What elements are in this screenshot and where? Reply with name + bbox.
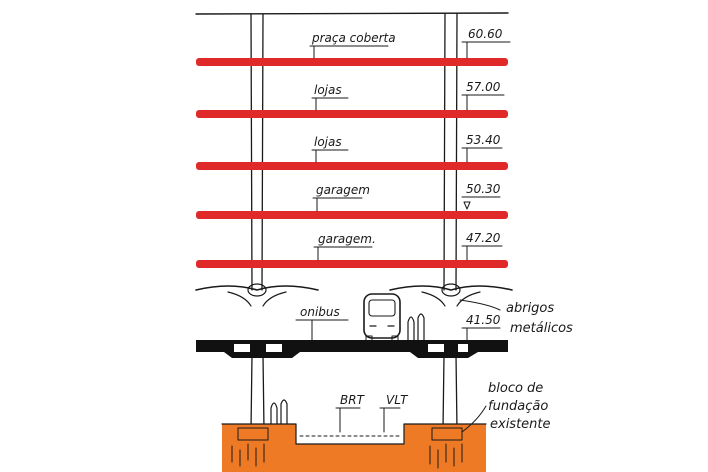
svg-text:50.30: 50.30 xyxy=(466,182,501,196)
svg-text:bloco de: bloco de xyxy=(488,381,543,396)
svg-text:garagem.: garagem. xyxy=(318,232,376,246)
bus-level-label: onibus xyxy=(295,305,349,341)
vlt-label: VLT xyxy=(379,393,409,433)
level-label-4: garagem. xyxy=(313,232,376,261)
svg-text:53.40: 53.40 xyxy=(466,133,501,147)
elevation-3: 50.30 xyxy=(461,182,501,210)
ground-foundation xyxy=(221,423,487,472)
elevation-0: 60.60 xyxy=(461,27,511,59)
level-label-0: praça coberta xyxy=(309,31,396,59)
slab-lojas-lower xyxy=(196,162,508,170)
svg-text:existente: existente xyxy=(490,417,551,432)
left-shelter-canopy xyxy=(195,283,319,307)
svg-text:abrigos: abrigos xyxy=(506,301,554,316)
level-label-1: lojas xyxy=(311,83,349,111)
svg-text:VLT: VLT xyxy=(386,393,409,407)
svg-text:metálicos: metálicos xyxy=(510,321,573,336)
slab-garagem-lower xyxy=(196,260,508,268)
slab-lojas-upper xyxy=(196,110,508,118)
brt-label: BRT xyxy=(335,393,366,433)
svg-text:57.00: 57.00 xyxy=(466,80,501,94)
elevation-1: 57.00 xyxy=(461,80,505,111)
svg-text:fundação: fundação xyxy=(488,399,548,414)
roof-line xyxy=(195,12,509,15)
svg-text:garagem: garagem xyxy=(316,183,370,197)
shelters-label: abrigos metálicos xyxy=(459,299,573,336)
svg-text:41.50: 41.50 xyxy=(466,313,501,327)
elevation-4: 47.20 xyxy=(461,231,503,261)
right-column xyxy=(442,13,458,431)
level-label-2: lojas xyxy=(311,135,349,163)
people-figures-ground xyxy=(270,399,288,425)
bus-level-elevation: 41.50 xyxy=(461,313,501,341)
slab-praca-coberta xyxy=(196,58,508,66)
bus xyxy=(363,293,401,343)
level-label-3: garagem xyxy=(312,183,370,212)
svg-text:60.60: 60.60 xyxy=(468,27,503,41)
left-column xyxy=(250,13,265,431)
people-figures-bus-level xyxy=(407,313,425,341)
elevation-2: 53.40 xyxy=(461,133,503,163)
foundation-label: bloco de fundação existente xyxy=(461,381,551,433)
svg-text:lojas: lojas xyxy=(314,83,342,97)
svg-text:praça coberta: praça coberta xyxy=(311,31,396,45)
slab-garagem-upper xyxy=(196,211,508,219)
svg-text:onibus: onibus xyxy=(300,305,340,319)
svg-text:BRT: BRT xyxy=(340,393,366,407)
bus-deck xyxy=(196,340,508,358)
right-shelter-canopy xyxy=(389,283,513,307)
svg-text:lojas: lojas xyxy=(314,135,342,149)
svg-text:47.20: 47.20 xyxy=(466,231,501,245)
